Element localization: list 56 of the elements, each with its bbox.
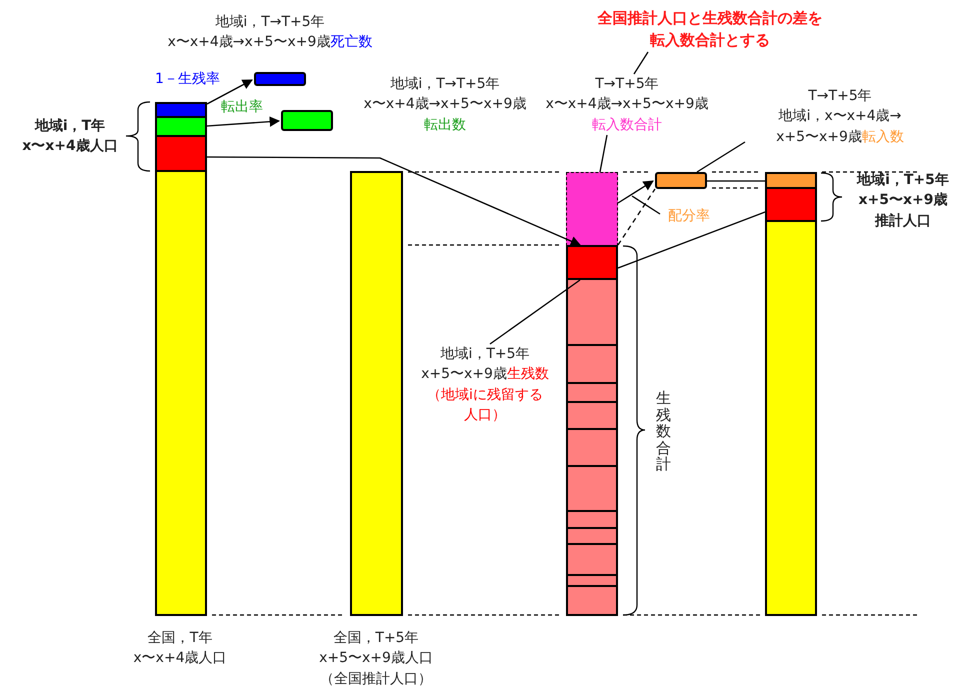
annotation-text: 地域i，T年 <box>34 118 106 134</box>
bar-segment <box>765 187 817 222</box>
annotation-text: x〜x+4歳人口 <box>22 138 118 154</box>
arrow <box>206 79 253 105</box>
annotation-text: 地域i，T+5年 <box>440 346 530 362</box>
annotation-text: 地域i，T+5年 <box>857 172 949 188</box>
annotation-text: x〜x+4歳→x+5〜x+9歳 <box>168 34 330 50</box>
annotation-text: x+5〜x+9歳 <box>776 128 862 145</box>
arrow <box>207 156 581 246</box>
annotation-text: 全国，T年 <box>148 630 212 646</box>
annotation-text: x+5〜x+9歳 <box>421 366 507 382</box>
annotation-text: x〜x+4歳→x+5〜x+9歳 <box>546 96 708 112</box>
arrow <box>206 116 280 127</box>
leader-line <box>599 134 608 172</box>
highlighted-term: 転入数合計 <box>592 116 662 133</box>
highlighted-term: 転出数 <box>424 116 466 133</box>
leader-line <box>490 279 580 345</box>
annotation-text: 配分率 <box>660 206 718 226</box>
annotation-text: 地域i，T→T+5年 <box>390 76 500 92</box>
bar-segment <box>566 245 618 280</box>
bar-segment <box>566 172 618 246</box>
annotation-text: 地域i，x〜x+4歳→ <box>778 108 902 124</box>
annotation-text: x+5〜x+9歳人口 <box>319 650 433 666</box>
annotation-text: x〜x+4歳→x+5〜x+9歳 <box>364 96 526 112</box>
result-box <box>254 72 306 86</box>
bar-segment <box>350 171 403 616</box>
annotation-text: T→T+5年 <box>808 88 872 104</box>
annotation-text: 地域i，T→T+5年 <box>215 14 325 30</box>
connector-line <box>618 211 766 269</box>
annotation-text: x〜x+4歳人口 <box>133 650 227 666</box>
edge-label: 転出率 <box>220 98 264 116</box>
bar-segment <box>155 135 207 172</box>
connector-line <box>707 180 765 182</box>
annotation-text: x+5〜x+9歳 <box>858 192 948 208</box>
annotation-text: （地域iに残留する人口） <box>426 386 544 425</box>
arrow <box>618 180 654 204</box>
annotation-text: T→T+5年 <box>595 76 659 92</box>
bar-segment <box>155 170 207 616</box>
result-box <box>281 110 333 131</box>
leader-line <box>696 141 746 173</box>
annotation-text: 推計人口 <box>875 212 931 229</box>
result-box <box>655 172 707 189</box>
bar-segment <box>155 116 207 137</box>
dashed-line <box>617 188 656 246</box>
highlighted-term: 転入数 <box>862 128 904 145</box>
annotation-text: 全国，T+5年 <box>333 630 419 646</box>
annotation-text: （全国推計人口） <box>320 670 432 687</box>
annotation-text: 全国推計人口と生残数合計の差を転入数合計とする <box>592 8 828 52</box>
leader-line <box>632 195 660 215</box>
highlighted-term: 死亡数 <box>330 34 372 50</box>
bar-segment <box>566 278 618 616</box>
leader-line <box>633 52 649 74</box>
bar-segment <box>765 220 817 616</box>
edge-label: 1－生残率 <box>154 70 221 88</box>
annotation-text: 生残数合計 <box>656 390 671 472</box>
highlighted-term: 生残数 <box>506 366 549 382</box>
